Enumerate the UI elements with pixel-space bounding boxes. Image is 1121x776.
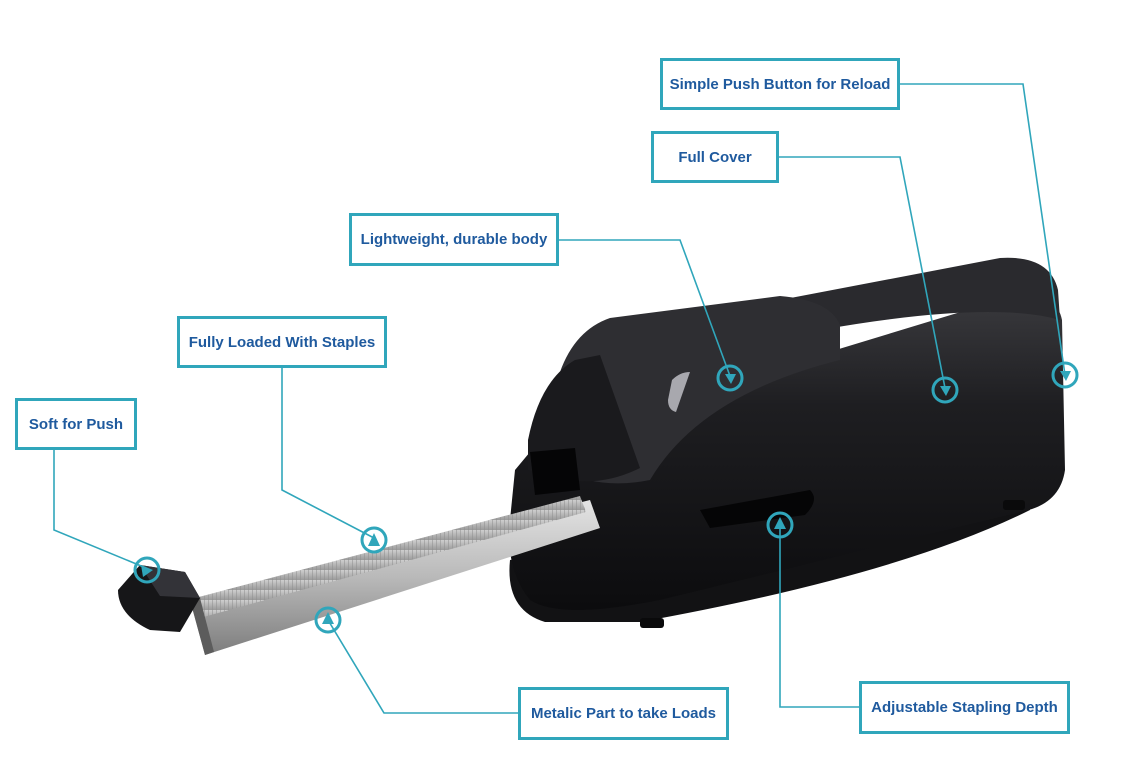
line-body bbox=[557, 239, 731, 377]
line-metal bbox=[327, 619, 518, 714]
target-cover-icon bbox=[931, 376, 959, 404]
callout-lines bbox=[53, 83, 1066, 714]
target-body-icon bbox=[716, 364, 744, 392]
callout-metal-part: Metalic Part to take Loads bbox=[518, 687, 729, 740]
line-cover bbox=[777, 156, 946, 389]
callout-stapling-depth: Adjustable Stapling Depth bbox=[859, 681, 1070, 734]
stapler-body bbox=[509, 257, 1066, 628]
staple-rail bbox=[190, 496, 600, 655]
callout-staples: Fully Loaded With Staples bbox=[177, 316, 387, 368]
target-reload-icon bbox=[1051, 361, 1079, 389]
target-metal-icon bbox=[314, 606, 342, 634]
target-markers bbox=[133, 361, 1079, 634]
target-soft-icon bbox=[133, 556, 161, 584]
push-tip bbox=[118, 565, 200, 632]
callout-reload-button: Simple Push Button for Reload bbox=[660, 58, 900, 110]
line-depth bbox=[779, 526, 859, 708]
callout-full-cover: Full Cover bbox=[651, 131, 779, 183]
target-staples-icon bbox=[360, 526, 388, 554]
callout-soft-push: Soft for Push bbox=[15, 398, 137, 450]
line-soft bbox=[53, 449, 147, 569]
line-reload bbox=[897, 83, 1066, 376]
callout-body: Lightweight, durable body bbox=[349, 213, 559, 266]
target-depth-icon bbox=[766, 511, 794, 539]
line-staples bbox=[281, 366, 375, 539]
